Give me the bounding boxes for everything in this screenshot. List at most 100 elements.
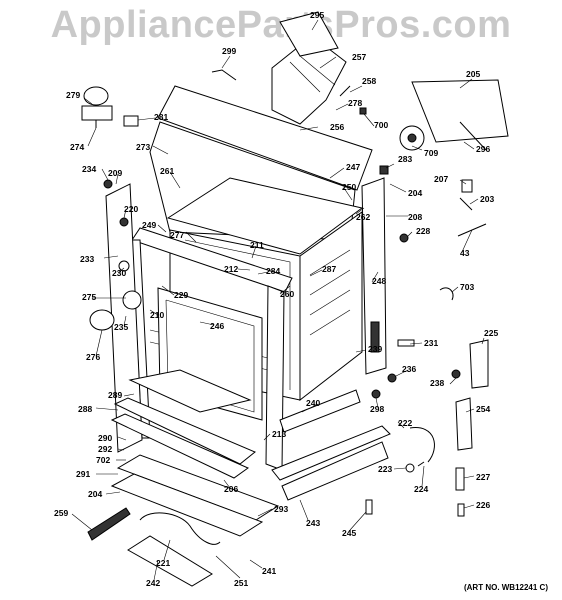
burner-rail: [271, 425, 391, 481]
latch-231: [397, 339, 415, 347]
label-212: 212: [224, 264, 238, 274]
cabinet-right-side: [299, 211, 363, 402]
lower-front: [113, 397, 256, 465]
igniter-227: [455, 467, 465, 491]
label-277: 277: [170, 230, 184, 240]
label-273: 273: [136, 142, 150, 152]
label-243: 243: [306, 518, 320, 528]
label-258: 258: [362, 76, 376, 86]
screw-700: [359, 107, 367, 115]
label-228: 228: [416, 226, 430, 236]
label-703: 703: [460, 282, 474, 292]
vent-slots: [370, 321, 380, 353]
label-295: 295: [310, 10, 324, 20]
label-204b: 204: [88, 489, 102, 499]
label-292: 292: [98, 444, 112, 454]
label-276: 276: [86, 352, 100, 362]
screw-236: [387, 373, 397, 383]
label-203: 203: [480, 194, 494, 204]
label-259: 259: [54, 508, 68, 518]
label-289: 289: [108, 390, 122, 400]
label-213: 213: [272, 429, 286, 439]
label-709: 709: [424, 148, 438, 158]
fastener-234: [103, 179, 113, 189]
label-299: 299: [222, 46, 236, 56]
label-281: 281: [154, 112, 168, 122]
label-229: 229: [174, 290, 188, 300]
burner-box: [128, 369, 252, 413]
bracket-225: [469, 339, 489, 389]
label-204a: 204: [408, 188, 422, 198]
label-226: 226: [476, 500, 490, 510]
label-208: 208: [408, 212, 422, 222]
drawer-slide-242: [127, 535, 213, 587]
label-293: 293: [274, 504, 288, 514]
label-260: 260: [280, 289, 294, 299]
clip-703: [439, 287, 454, 301]
label-250: 250: [342, 182, 356, 192]
label-211: 211: [250, 240, 264, 250]
label-225: 225: [484, 328, 498, 338]
tube-222: [409, 427, 435, 467]
back-rail-240: [279, 389, 361, 433]
part-labels: 295 257 299 258 205 279 281 700 278 256 …: [54, 10, 498, 588]
label-257: 257: [352, 52, 366, 62]
label-205: 205: [466, 69, 480, 79]
label-262: 262: [356, 212, 370, 222]
label-298: 298: [370, 404, 384, 414]
label-279: 279: [66, 90, 80, 100]
pin-226: [457, 503, 465, 517]
art-number: (ART NO. WB12241 C): [463, 583, 548, 592]
drawer-front: [110, 413, 250, 479]
bracket-281: [123, 115, 139, 127]
leader-lines: [71, 19, 485, 581]
fastener-223: [405, 463, 415, 473]
screw-298: [371, 389, 381, 399]
fastener-238: [451, 369, 461, 379]
front-frame-right: [265, 285, 285, 471]
left-side-panel: [105, 183, 143, 453]
screw-299: [211, 69, 237, 81]
right-side-panel: [361, 177, 387, 375]
knob-230: [118, 260, 130, 272]
label-209: 209: [108, 168, 122, 178]
front-frame-top: [131, 227, 293, 293]
label-222: 222: [398, 418, 412, 428]
label-239: 239: [368, 344, 382, 354]
label-283: 283: [398, 154, 412, 164]
label-245: 245: [342, 528, 356, 538]
label-238: 238: [430, 378, 444, 388]
bracket-254: [455, 397, 473, 451]
label-221: 221: [156, 558, 170, 568]
gas-valve-279: [81, 86, 113, 128]
knob-275: [122, 290, 142, 310]
label-700: 700: [374, 120, 388, 130]
label-291: 291: [76, 469, 90, 479]
label-249: 249: [142, 220, 156, 230]
drawer-body: [110, 473, 264, 537]
label-246: 246: [210, 321, 224, 331]
drawer-wire-221: [139, 512, 221, 545]
label-242: 242: [146, 578, 160, 588]
switch-207: [459, 179, 473, 211]
label-206: 206: [224, 484, 238, 494]
label-296: 296: [476, 144, 490, 154]
label-241: 241: [262, 566, 276, 576]
label-251: 251: [234, 578, 248, 588]
knob-276: [89, 309, 115, 331]
label-275: 275: [82, 292, 96, 302]
control-panel-205: [411, 79, 509, 143]
label-233: 233: [80, 254, 94, 264]
label-43: 43: [460, 248, 470, 258]
label-290: 290: [98, 433, 112, 443]
label-235: 235: [114, 322, 128, 332]
label-224: 224: [414, 484, 428, 494]
screw-245: [365, 499, 373, 515]
label-230: 230: [112, 268, 126, 278]
label-220: 220: [124, 204, 138, 214]
label-207: 207: [434, 174, 448, 184]
label-274: 274: [70, 142, 84, 152]
label-240: 240: [306, 398, 320, 408]
back-panel: [157, 85, 373, 191]
